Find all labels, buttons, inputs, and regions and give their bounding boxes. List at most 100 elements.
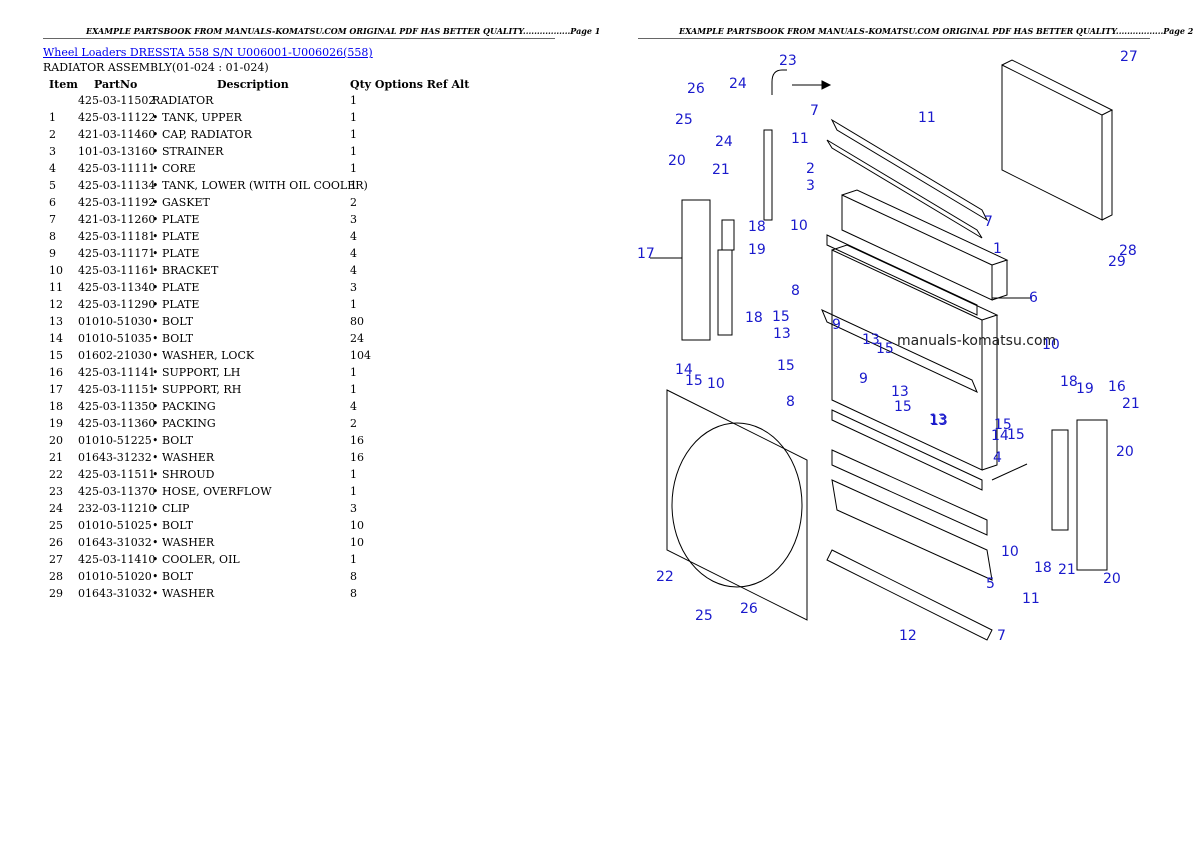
- qty-cell: 1: [350, 162, 357, 175]
- qty-cell: 4: [350, 400, 357, 413]
- item-cell: 15: [49, 349, 63, 362]
- callout-number: 22: [656, 569, 674, 585]
- item-cell: 2: [49, 128, 56, 141]
- callout-number: 13: [930, 413, 948, 429]
- item-cell: 4: [49, 162, 56, 175]
- qty-cell: 4: [350, 247, 357, 260]
- partno-cell: 01643-31032: [78, 587, 152, 600]
- watermark-text: manuals-komatsu.com: [897, 333, 1056, 349]
- page-header: EXAMPLE PARTSBOOK FROM MANUALS-KOMATSU.C…: [679, 26, 1193, 36]
- item-cell: 3: [49, 145, 56, 158]
- item-cell: 13: [49, 315, 63, 328]
- qty-cell: 1: [350, 179, 357, 192]
- callout-number: 14: [675, 362, 693, 378]
- item-cell: 5: [49, 179, 56, 192]
- parts-list-page: EXAMPLE PARTSBOOK FROM MANUALS-KOMATSU.C…: [0, 0, 600, 842]
- partno-cell: 425-03-11151: [78, 383, 156, 396]
- item-cell: 11: [49, 281, 63, 294]
- qty-cell: 4: [350, 230, 357, 243]
- callout-number: 24: [729, 76, 747, 92]
- item-cell: 17: [49, 383, 63, 396]
- model-title-link[interactable]: Wheel Loaders DRESSTA 558 S/N U006001-U0…: [43, 46, 373, 59]
- column-header-item: Item: [49, 78, 78, 91]
- description-cell: • PACKING: [152, 417, 216, 430]
- qty-cell: 4: [350, 264, 357, 277]
- partno-cell: 425-03-11370: [78, 485, 156, 498]
- description-cell: • PLATE: [152, 298, 200, 311]
- description-cell: • BOLT: [152, 434, 194, 447]
- callout-number: 27: [1120, 49, 1138, 65]
- callout-number: 2: [806, 161, 815, 177]
- partno-cell: 101-03-13160: [78, 145, 156, 158]
- description-cell: • WASHER: [152, 451, 215, 464]
- partno-cell: 01010-51020: [78, 570, 152, 583]
- description-cell: • TANK, LOWER (WITH OIL COOLER): [152, 179, 368, 192]
- item-cell: 24: [49, 502, 63, 515]
- description-cell: • WASHER: [152, 587, 215, 600]
- qty-cell: 1: [350, 383, 357, 396]
- qty-cell: 24: [350, 332, 364, 345]
- callout-number: 18: [748, 219, 766, 235]
- callout-number: 7: [984, 214, 993, 230]
- page-header: EXAMPLE PARTSBOOK FROM MANUALS-KOMATSU.C…: [86, 26, 601, 36]
- description-cell: • CLIP: [152, 502, 190, 515]
- item-cell: 7: [49, 213, 56, 226]
- assembly-subtitle: RADIATOR ASSEMBLY(01-024 : 01-024): [43, 61, 269, 74]
- callout-number: 20: [1116, 444, 1134, 460]
- qty-cell: 1: [350, 366, 357, 379]
- callout-number: 18: [1060, 374, 1078, 390]
- qty-cell: 1: [350, 468, 357, 481]
- partno-cell: 01010-51025: [78, 519, 152, 532]
- qty-cell: 3: [350, 213, 357, 226]
- header-divider: [43, 38, 555, 39]
- qty-cell: 1: [350, 145, 357, 158]
- callout-number: 21: [1122, 396, 1140, 412]
- header-divider: [638, 38, 1150, 39]
- item-cell: 27: [49, 553, 63, 566]
- callout-number: 15: [772, 309, 790, 325]
- description-cell: • PLATE: [152, 213, 200, 226]
- partno-cell: 425-03-11350: [78, 400, 156, 413]
- qty-cell: 10: [350, 519, 364, 532]
- callout-number: 29: [1108, 254, 1126, 270]
- qty-cell: 1: [350, 128, 357, 141]
- partno-cell: 425-03-11360: [78, 417, 156, 430]
- item-cell: 28: [49, 570, 63, 583]
- item-cell: 26: [49, 536, 63, 549]
- callout-number: 21: [1058, 562, 1076, 578]
- callout-number: 26: [687, 81, 705, 97]
- callout-number: 13: [862, 332, 880, 348]
- qty-cell: 16: [350, 451, 364, 464]
- partno-cell: 425-03-11134: [78, 179, 156, 192]
- callout-number: 23: [779, 53, 797, 69]
- item-cell: 19: [49, 417, 63, 430]
- qty-cell: 8: [350, 570, 357, 583]
- partno-cell: 421-03-11460: [78, 128, 156, 141]
- partno-cell: 425-03-11171: [78, 247, 156, 260]
- callout-number: 15: [894, 399, 912, 415]
- partno-cell: 425-03-11502: [78, 94, 156, 107]
- callout-number: 12: [899, 628, 917, 644]
- partno-cell: 01010-51225: [78, 434, 152, 447]
- callout-number: 17: [637, 246, 655, 262]
- item-cell: 14: [49, 332, 63, 345]
- callout-number: 7: [997, 628, 1006, 644]
- callout-number: 20: [668, 153, 686, 169]
